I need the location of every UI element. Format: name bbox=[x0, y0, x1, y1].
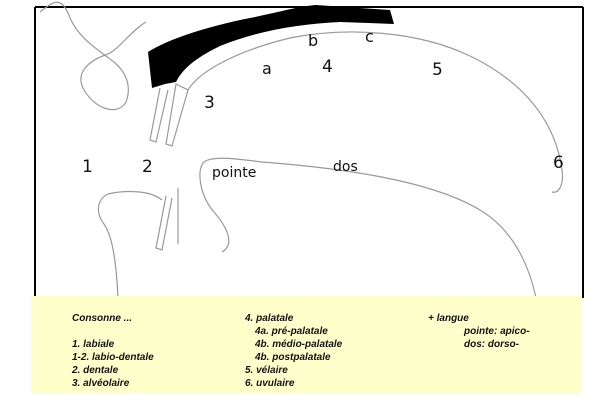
alveolar-front bbox=[165, 83, 189, 147]
legend-item: 4. palatale bbox=[245, 313, 294, 324]
legend-item: dos: dorso- bbox=[464, 339, 519, 350]
legend-panel: Consonne ... 1. labiale 1-2. labio-denta… bbox=[31, 296, 582, 394]
legend-title: + langue bbox=[428, 313, 469, 324]
legend-item: 5. vélaire bbox=[245, 365, 288, 376]
legend-item: pointe: apico- bbox=[464, 326, 530, 337]
legend-col-consonants: Consonne ... 1. labiale 1-2. labio-denta… bbox=[72, 312, 154, 390]
legend-col-tongue: + langue pointe: apico- dos: dorso- bbox=[428, 312, 530, 351]
legend-item: 6. uvulaire bbox=[245, 378, 295, 389]
legend-item: 1. labiale bbox=[72, 339, 115, 350]
alveolar-ridge bbox=[148, 5, 394, 88]
label-4: 4 bbox=[322, 57, 333, 77]
label-3: 3 bbox=[204, 93, 215, 113]
legend-item: 4b. postpalatale bbox=[255, 352, 331, 363]
lower-incisor bbox=[155, 188, 179, 251]
legend-item: 2. dentale bbox=[72, 365, 119, 376]
label-b: b bbox=[308, 31, 318, 50]
frame bbox=[34, 6, 584, 298]
tongue bbox=[199, 157, 537, 299]
upper-incisor bbox=[149, 87, 169, 143]
legend-item: 4b. médio-palatale bbox=[255, 339, 343, 350]
label-c: c bbox=[365, 27, 374, 46]
lower-lip bbox=[97, 190, 163, 299]
label-2: 2 bbox=[142, 157, 153, 177]
legend-title: Consonne ... bbox=[72, 313, 132, 324]
legend-item: 3. alvéolaire bbox=[72, 378, 130, 389]
label-6: 6 bbox=[553, 153, 564, 173]
legend-item: 1-2. labio-dentale bbox=[72, 352, 154, 363]
label-a: a bbox=[262, 59, 272, 78]
legend-item: 4a. pré-palatale bbox=[255, 326, 328, 337]
label-5: 5 bbox=[432, 60, 443, 80]
label-pointe: pointe bbox=[212, 165, 256, 181]
label-1: 1 bbox=[82, 157, 93, 177]
label-dos: dos bbox=[333, 159, 358, 175]
legend-col-places: 4. palatale 4a. pré-palatale 4b. médio-p… bbox=[245, 312, 342, 390]
palate-outline bbox=[187, 31, 564, 193]
upper-lip bbox=[39, 1, 147, 111]
